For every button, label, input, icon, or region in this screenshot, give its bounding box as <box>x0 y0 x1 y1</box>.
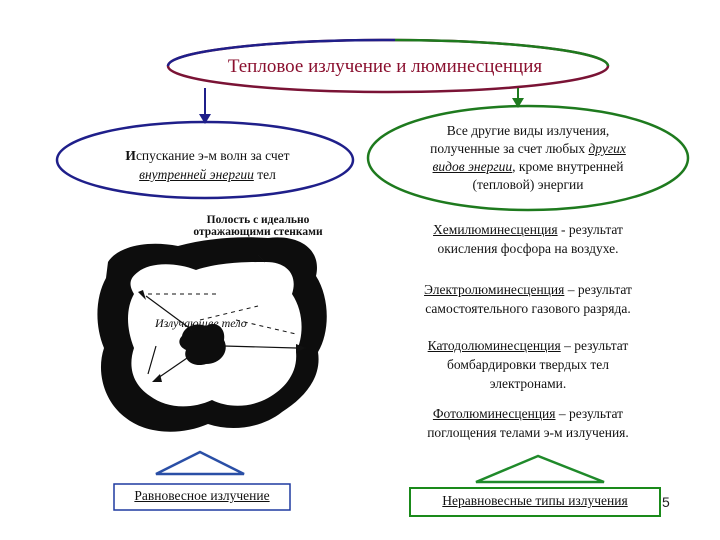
ray-down-left <box>157 355 191 379</box>
emitting-body <box>179 323 226 366</box>
item-line3: электронами. <box>489 376 567 391</box>
lum-def-line4: (тепловой) энергии <box>472 177 584 192</box>
ray-down-left-head <box>152 374 162 382</box>
thermal-radiation-definition: Испускание э-м волн за счет внутренней э… <box>70 146 345 184</box>
reflected-ray-2 <box>199 305 259 321</box>
item-chemiluminescence: Хемилюминесценция - результат окисления … <box>383 220 673 258</box>
luminescence-definition: Все другие виды излучения, полученные за… <box>398 122 658 194</box>
left-branch-arrow-head <box>199 114 211 124</box>
emitting-body-label: Излучающее тело <box>155 316 247 330</box>
lum-def-line1: Все другие виды излучения, <box>446 123 610 138</box>
left-summary-box <box>113 483 291 511</box>
right-definition-oval <box>366 104 690 212</box>
lum-def-emph2: видов энергии <box>432 159 513 174</box>
cavity-wall <box>97 237 327 432</box>
left-pointer-triangle <box>155 450 245 476</box>
item-cathodoluminescence: Катодолюминесценция – результат бомбарди… <box>383 336 673 393</box>
ray-right <box>223 345 297 349</box>
item-line2: самостоятельного газового разряда. <box>425 301 631 316</box>
lum-def-emph1: других <box>588 141 626 156</box>
right-summary-box <box>409 487 661 517</box>
ray-lower-left <box>147 345 157 375</box>
item-rest: – результат <box>555 406 624 421</box>
title-oval-left-arc <box>166 38 396 67</box>
item-term: Фотолюминесценция <box>432 406 556 421</box>
item-rest: – результат <box>560 338 629 353</box>
item-line2: окисления фосфора на воздухе. <box>437 241 619 256</box>
definition-line2: тел <box>253 167 276 182</box>
left-definition-oval <box>55 120 355 200</box>
lum-def-line2: полученные за счет любых <box>430 141 589 156</box>
item-term: Катодолюминесценция <box>427 338 561 353</box>
lum-def-line3: , кроме внутренней <box>512 159 624 174</box>
definition-line1: спускание э-м волн за счет <box>135 148 290 163</box>
definition-initial: И <box>125 148 136 163</box>
item-line2: бомбардировки твердых тел <box>447 357 609 372</box>
item-rest: - результат <box>557 222 623 237</box>
item-line2: поглощения телами э-м излучения. <box>427 425 629 440</box>
title-oval-right-arc <box>394 38 610 67</box>
ray-up-left <box>145 295 193 331</box>
diagram-title: Тепловое излучение и люминесценция <box>227 56 543 77</box>
cavity-label: Полость с идеально отражающими стенками <box>193 214 323 238</box>
definition-emphasis: внутренней энергии <box>139 167 254 182</box>
page-number: 5 <box>662 494 670 510</box>
item-electroluminescence: Электролюминесценция – результат самосто… <box>383 280 673 318</box>
ray-up-left-head <box>138 290 146 300</box>
reflected-ray-3 <box>235 319 297 335</box>
right-branch-arrow-head <box>512 98 524 108</box>
right-pointer-triangle <box>475 454 605 484</box>
nonequilibrium-radiation-label: Неравновесные типы излучения <box>442 493 628 508</box>
item-term: Электролюминесценция <box>424 282 565 297</box>
cavity-label-leader <box>257 254 266 263</box>
item-rest: – результат <box>564 282 632 297</box>
equilibrium-radiation-label: Равновесное излучение <box>134 488 270 503</box>
ray-right-head <box>296 344 306 352</box>
item-term: Хемилюминесценция <box>433 222 558 237</box>
item-photoluminescence: Фотолюминесценция – результат поглощения… <box>383 404 673 442</box>
